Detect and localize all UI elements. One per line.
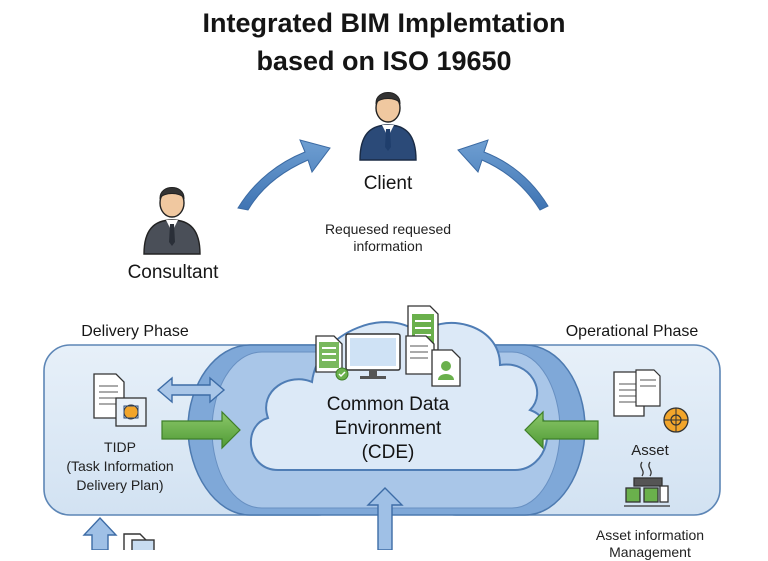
diagram-title-line1: Integrated BIM Implemtation bbox=[202, 8, 566, 38]
double-arrow-blue bbox=[156, 376, 226, 404]
tidp-plan-icon bbox=[115, 397, 147, 427]
up-arrow-bottom bbox=[366, 487, 404, 550]
cloud-doc-right bbox=[405, 335, 435, 375]
arc-arrow-left bbox=[237, 139, 331, 211]
consultant-figure bbox=[143, 187, 201, 255]
up-arrow-bottom-left bbox=[82, 516, 118, 550]
green-arrow-in bbox=[161, 410, 241, 450]
tidp-line2: (Task Information bbox=[66, 458, 174, 474]
asset-management-icon bbox=[624, 461, 670, 507]
cloud-doc-green-left bbox=[315, 335, 343, 373]
request-line1: Requesed requesed bbox=[324, 221, 452, 237]
monitor-icon bbox=[345, 333, 401, 379]
asset-gear-icon bbox=[663, 407, 689, 433]
doc-icon-bottom-left bbox=[123, 533, 155, 550]
arc-arrow-right bbox=[457, 139, 549, 211]
asset-mgmt-line1: Asset information bbox=[595, 527, 705, 543]
client-figure bbox=[359, 92, 417, 161]
asset-doc-icon-2 bbox=[635, 369, 661, 407]
cloud-doc-person bbox=[431, 349, 461, 387]
delivery-phase-label: Delivery Phase bbox=[81, 323, 189, 340]
asset-label: Asset bbox=[631, 442, 669, 459]
operational-phase-label: Operational Phase bbox=[565, 323, 699, 340]
tidp-line1: TIDP bbox=[104, 439, 136, 455]
request-line2: information bbox=[353, 238, 423, 254]
consultant-label: Consultant bbox=[127, 262, 219, 283]
check-circle-icon bbox=[335, 367, 349, 381]
client-label: Client bbox=[363, 173, 413, 194]
green-arrow-from-asset bbox=[524, 410, 599, 450]
asset-mgmt-line2: Management bbox=[609, 544, 691, 560]
cde-line3: (CDE) bbox=[361, 442, 415, 463]
tidp-line3: Delivery Plan) bbox=[76, 477, 164, 493]
cde-line1: Common Data bbox=[326, 394, 450, 415]
cde-line2: Environment bbox=[334, 418, 442, 439]
diagram-title-line2: based on ISO 19650 bbox=[256, 46, 512, 76]
